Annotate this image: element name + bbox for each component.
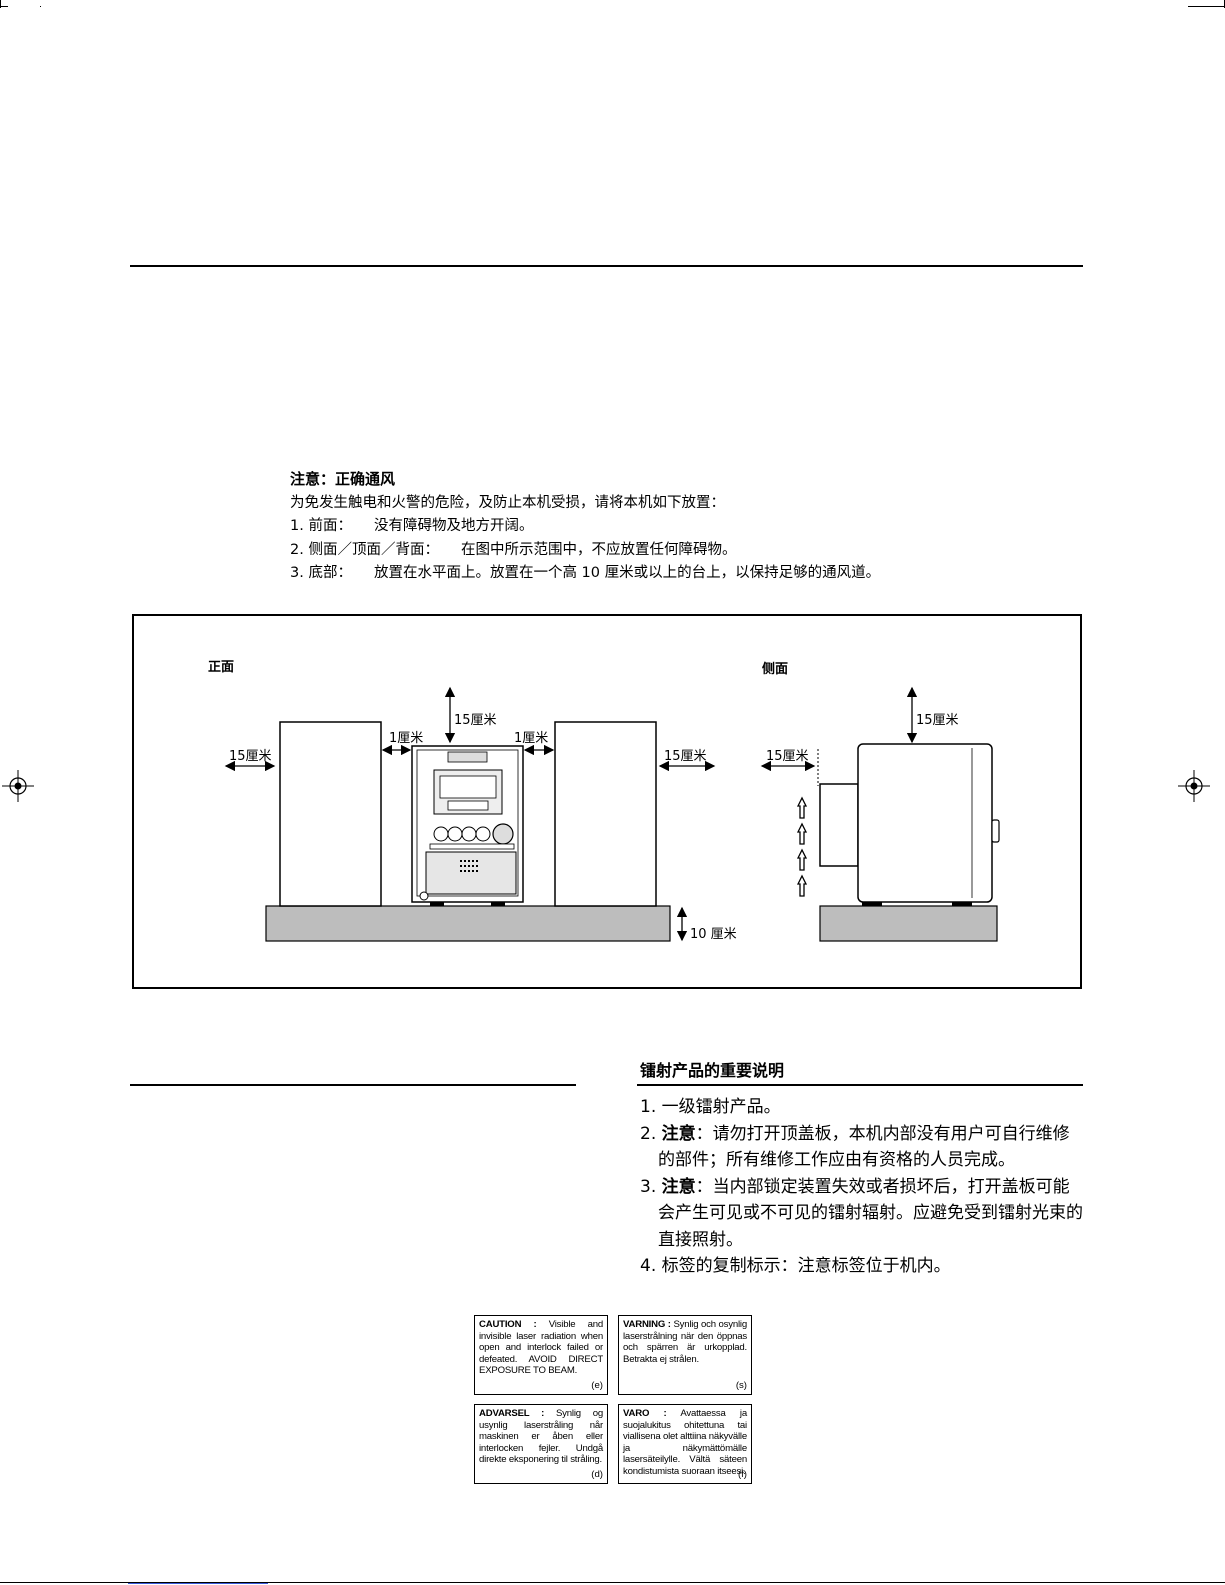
registration-mark-right-icon: [1178, 770, 1210, 802]
laser-item: 4. 标签的复制标示：注意标签位于机内。: [640, 1256, 951, 1276]
airflow-up-arrows: [796, 796, 808, 897]
top-rule: [130, 265, 1083, 267]
crop-mark: [1188, 6, 1225, 7]
ventilation-item-text: 在图中所示范围中，不应放置任何障碍物。: [460, 541, 737, 558]
registration-mark-left-icon: [2, 770, 34, 802]
ventilation-diagram: 正面 侧面: [132, 614, 1082, 989]
side-back-panel: [819, 783, 859, 867]
advarsel-label: ADVARSEL : Synlig og usynlig laserstråli…: [474, 1404, 608, 1484]
right-speaker: [554, 721, 657, 907]
gap-right-label: 1厘米: [514, 731, 548, 746]
right-clearance-label: 15厘米: [664, 749, 707, 764]
front-base-platform: [265, 905, 671, 942]
side-top-clearance-label: 15厘米: [916, 713, 959, 728]
laser-notice: 镭射产品的重要说明 1. 一级镭射产品。 2. 注意：请勿打开顶盖板，本机内部没…: [640, 1058, 1085, 1280]
varning-label: VARNING : Synlig och osynlig laserstråln…: [618, 1315, 752, 1395]
ventilation-intro: 为免发生触电和火警的危险，及防止本机受损，请将本机如下放置：: [290, 494, 725, 511]
main-unit-front: [411, 745, 524, 906]
crop-mark: [0, 6, 8, 7]
caution-label: CAUTION : Visible and invisible laser ra…: [474, 1315, 608, 1395]
crop-mark: [40, 6, 41, 7]
ventilation-item-side: 2. 侧面／顶面／背面： 在图中所示范围中，不应放置任何障碍物。: [290, 539, 930, 563]
laser-item: 3. 注意：当内部锁定装置失效或者损坏后，打开盖板可能会产生可见或不可见的镭射辐…: [640, 1176, 1083, 1250]
bottom-rule: [0, 1582, 1225, 1583]
side-back-clearance-label: 15厘米: [766, 749, 809, 764]
bottom-clearance-label: 10 厘米: [690, 927, 737, 942]
ventilation-diagram-illustration: 正面 侧面: [208, 660, 1000, 942]
ventilation-item-text: 放置在水平面上。放置在一个高 10 厘米或以上的台上，以保持足够的通风道。: [373, 565, 881, 581]
ventilation-item-text: 没有障碍物及地方开阔。: [373, 518, 534, 534]
ventilation-title: 注意：正确通风: [290, 470, 396, 488]
ventilation-item-label: 1. 前面：: [290, 518, 352, 534]
ventilation-notice: 注意：正确通风 为免发生触电和火警的危险，及防止本机受损，请将本机如下放置： 1…: [290, 468, 930, 586]
laser-title: 镭射产品的重要说明: [640, 1061, 785, 1080]
laser-items: 1. 一级镭射产品。 2. 注意：请勿打开顶盖板，本机内部没有用户可自行维修的部…: [640, 1094, 1085, 1280]
ventilation-item-label: 3. 底部：: [290, 565, 352, 581]
gap-left-label: 1厘米: [389, 731, 423, 746]
laser-section-rule: [637, 1084, 1083, 1086]
crop-mark: [0, 0, 1, 8]
ventilation-item-label: 2. 侧面／顶面／背面：: [290, 541, 439, 558]
ventilation-item-bottom: 3. 底部： 放置在水平面上。放置在一个高 10 厘米或以上的台上，以保持足够的通…: [290, 562, 930, 586]
left-clearance-label: 15厘米: [229, 749, 272, 764]
left-speaker: [279, 721, 382, 907]
side-title: 侧面: [762, 661, 788, 677]
varo-label: VARO : Avattaessa ja suojalukitus ohitet…: [618, 1404, 752, 1484]
front-title: 正面: [208, 660, 234, 675]
ventilation-item-front: 1. 前面： 没有障碍物及地方开阔。: [290, 515, 930, 539]
bottom-link-underline: [128, 1583, 268, 1584]
laser-item: 2. 注意：请勿打开顶盖板，本机内部没有用户可自行维修的部件；所有维修工作应由有…: [640, 1123, 1070, 1171]
top-clearance-label: 15厘米: [454, 713, 497, 728]
laser-item: 1. 一级镭射产品。: [640, 1097, 781, 1117]
side-base-platform: [819, 905, 998, 942]
left-section-rule: [130, 1084, 576, 1086]
